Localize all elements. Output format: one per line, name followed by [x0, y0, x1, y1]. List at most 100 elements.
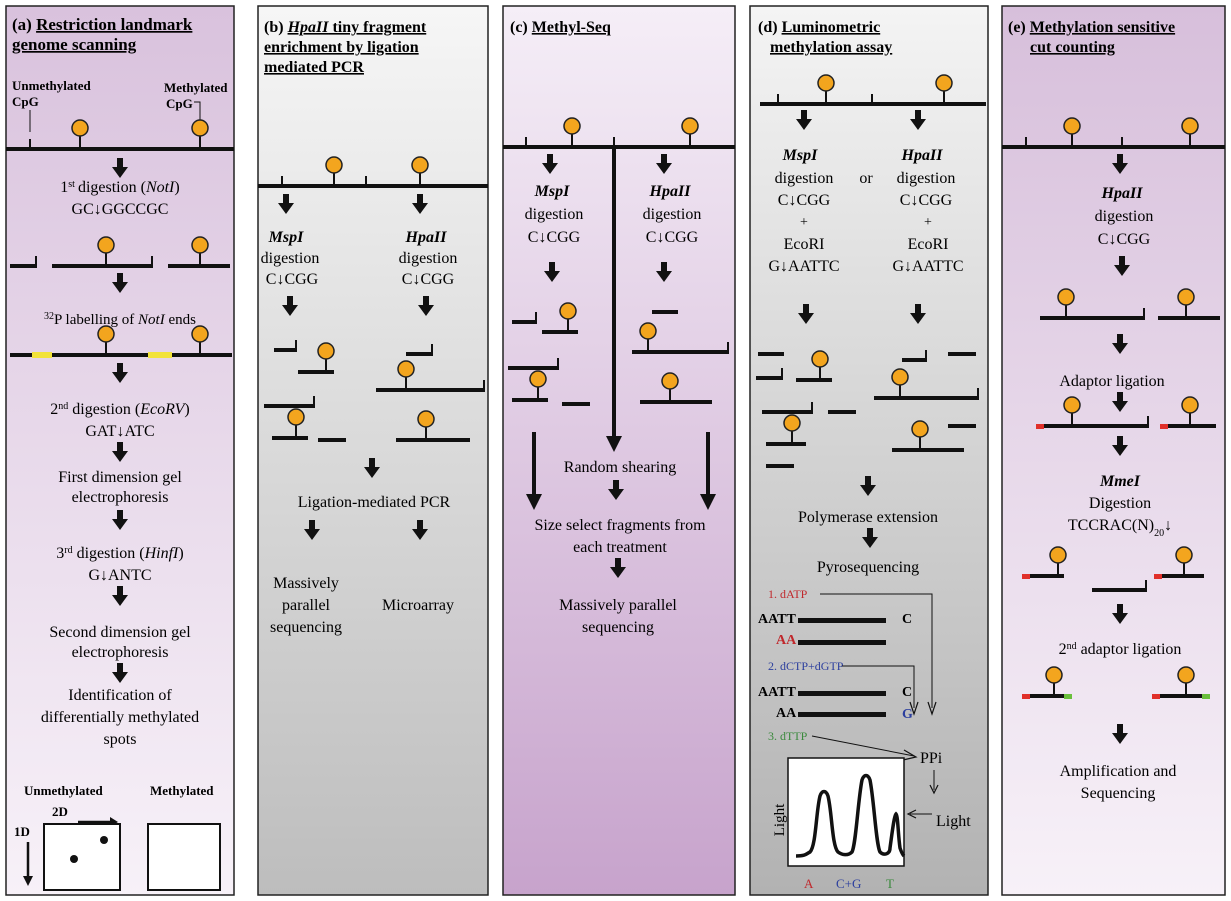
methyl-lollipop-icon	[891, 368, 909, 396]
svg-text:2nd adaptor ligation: 2nd adaptor ligation	[1059, 641, 1182, 659]
svg-text:Second dimension gel: Second dimension gel	[49, 624, 191, 641]
unmethylated-cpg-label: Unmethylated	[12, 78, 91, 93]
panel-a-title-line2: genome scanning	[12, 35, 137, 54]
methyl-lollipop-icon	[417, 410, 435, 438]
svg-text:T: T	[886, 876, 894, 891]
down-arrow-icon	[112, 663, 128, 683]
svg-text:digestion: digestion	[1095, 208, 1154, 225]
down-arrow-icon	[112, 363, 128, 383]
step-3-dttp: 3. dTTP	[768, 729, 808, 743]
notI-fragments	[10, 256, 230, 268]
unmethylated-cpg-label-2: CpG	[12, 94, 39, 109]
panel-c: (c) Methyl-Seq MspI HpaII digestion dige…	[502, 5, 736, 896]
panel-b: (b) HpaII tiny fragment enrichment by li…	[257, 5, 489, 896]
down-arrow-icon	[910, 110, 926, 130]
svg-text:32P labelling of NotI ends: 32P labelling of NotI ends	[44, 311, 196, 329]
methyl-lollipop-icon	[397, 360, 415, 388]
panel-a-title: Restriction landmark	[36, 15, 193, 34]
down-arrow-icon	[610, 558, 626, 578]
gel-spot	[100, 836, 108, 844]
svg-text:AA: AA	[776, 706, 797, 721]
svg-text:Identification of: Identification of	[68, 687, 172, 704]
svg-text:C+G: C+G	[836, 876, 861, 891]
methyl-lollipop-icon	[661, 372, 679, 400]
svg-text:MmeI: MmeI	[1099, 473, 1141, 490]
methyl-lollipop-icon	[325, 156, 343, 184]
svg-text:digestion: digestion	[525, 206, 584, 223]
methyl-lollipop-icon	[71, 119, 89, 147]
down-arrow-icon	[364, 458, 380, 478]
svg-text:G↓AATTC: G↓AATTC	[892, 258, 963, 275]
down-arrow-icon	[656, 262, 672, 282]
methyl-lollipop-icon	[191, 325, 209, 353]
methyl-lollipop-icon	[529, 370, 547, 398]
methyl-lollipop-icon	[1049, 546, 1067, 574]
methyl-lollipop-icon	[559, 302, 577, 330]
panel-a-label: (a)	[12, 15, 36, 34]
down-arrow-icon	[910, 304, 926, 324]
methyl-lollipop-icon	[1181, 396, 1199, 424]
svg-text:C↓CGG: C↓CGG	[900, 192, 953, 209]
gel-unmethylated	[43, 823, 121, 891]
gel-methylated-label: Methylated	[150, 783, 214, 798]
down-arrow-icon	[796, 110, 812, 130]
svg-text:C↓CGG: C↓CGG	[266, 271, 319, 288]
panel-b-background	[257, 5, 489, 896]
methyl-lollipop-icon	[811, 350, 829, 378]
methyl-lollipop-icon	[911, 420, 929, 448]
step-1-datp: 1. dATP	[768, 587, 808, 601]
down-arrow-icon	[542, 154, 558, 174]
svg-text:Massively: Massively	[273, 575, 339, 592]
svg-text:Pyrosequencing: Pyrosequencing	[817, 559, 919, 576]
methyl-lollipop-icon	[817, 74, 835, 102]
svg-text:digestion: digestion	[897, 170, 956, 187]
methyl-lollipop-icon	[1181, 117, 1199, 145]
down-arrow-icon	[412, 194, 428, 214]
panel-c-background	[502, 5, 736, 896]
svg-text:+: +	[924, 215, 932, 230]
panel-d: (d) Luminometric methylation assay MspI …	[749, 5, 989, 896]
svg-text:HpaII: HpaII	[1101, 185, 1144, 202]
down-arrow-icon	[544, 262, 560, 282]
down-arrow-icon	[1112, 334, 1128, 354]
methyl-lollipop-icon	[1175, 546, 1193, 574]
svg-text:mediated PCR: mediated PCR	[264, 59, 364, 76]
methyl-lollipop-icon	[681, 117, 699, 145]
panel-e-background	[1001, 5, 1226, 896]
down-arrow-icon	[304, 520, 320, 540]
methylated-cpg-label-2: CpG	[166, 96, 193, 111]
down-arrow-icon	[1112, 154, 1128, 174]
svg-text:C: C	[902, 685, 912, 700]
svg-text:Sequencing: Sequencing	[1081, 785, 1156, 802]
svg-text:methylation assay: methylation assay	[770, 39, 892, 56]
methyl-lollipop-icon	[317, 342, 335, 370]
methylated-cpg-label: Methylated	[164, 80, 228, 95]
gel-methylated	[147, 823, 221, 891]
svg-text:digestion: digestion	[399, 250, 458, 267]
down-arrow-icon	[1112, 604, 1128, 624]
svg-text:C↓CGG: C↓CGG	[778, 192, 831, 209]
svg-text:MspI: MspI	[268, 229, 304, 246]
svg-text:TCCRAC(N)20↓: TCCRAC(N)20↓	[1068, 517, 1172, 539]
svg-text:Ligation-mediated PCR: Ligation-mediated PCR	[298, 494, 451, 511]
svg-text:EcoRI: EcoRI	[908, 236, 949, 253]
svg-text:spots: spots	[104, 731, 137, 748]
svg-text:C↓CGG: C↓CGG	[646, 229, 699, 246]
down-arrow-icon	[1112, 392, 1128, 412]
methyl-lollipop-icon	[287, 408, 305, 436]
svg-text:C: C	[902, 612, 912, 627]
down-arrow-icon	[112, 586, 128, 606]
down-arrow-icon	[860, 476, 876, 496]
svg-text:AA: AA	[776, 633, 797, 648]
svg-text:(e) Methylation sensitive: (e) Methylation sensitive	[1008, 19, 1175, 36]
svg-text:Amplification and: Amplification and	[1060, 763, 1177, 780]
gel-spot	[70, 855, 78, 863]
svg-text:or: or	[859, 170, 873, 187]
down-arrow-icon	[278, 194, 294, 214]
down-arrow-icon	[412, 520, 428, 540]
svg-text:HpaII: HpaII	[649, 183, 692, 200]
svg-text:HpaII: HpaII	[405, 229, 448, 246]
svg-text:G: G	[902, 707, 913, 722]
methyl-lollipop-icon	[563, 117, 581, 145]
svg-text:(b) HpaII tiny fragment: (b) HpaII tiny fragment	[264, 19, 427, 36]
